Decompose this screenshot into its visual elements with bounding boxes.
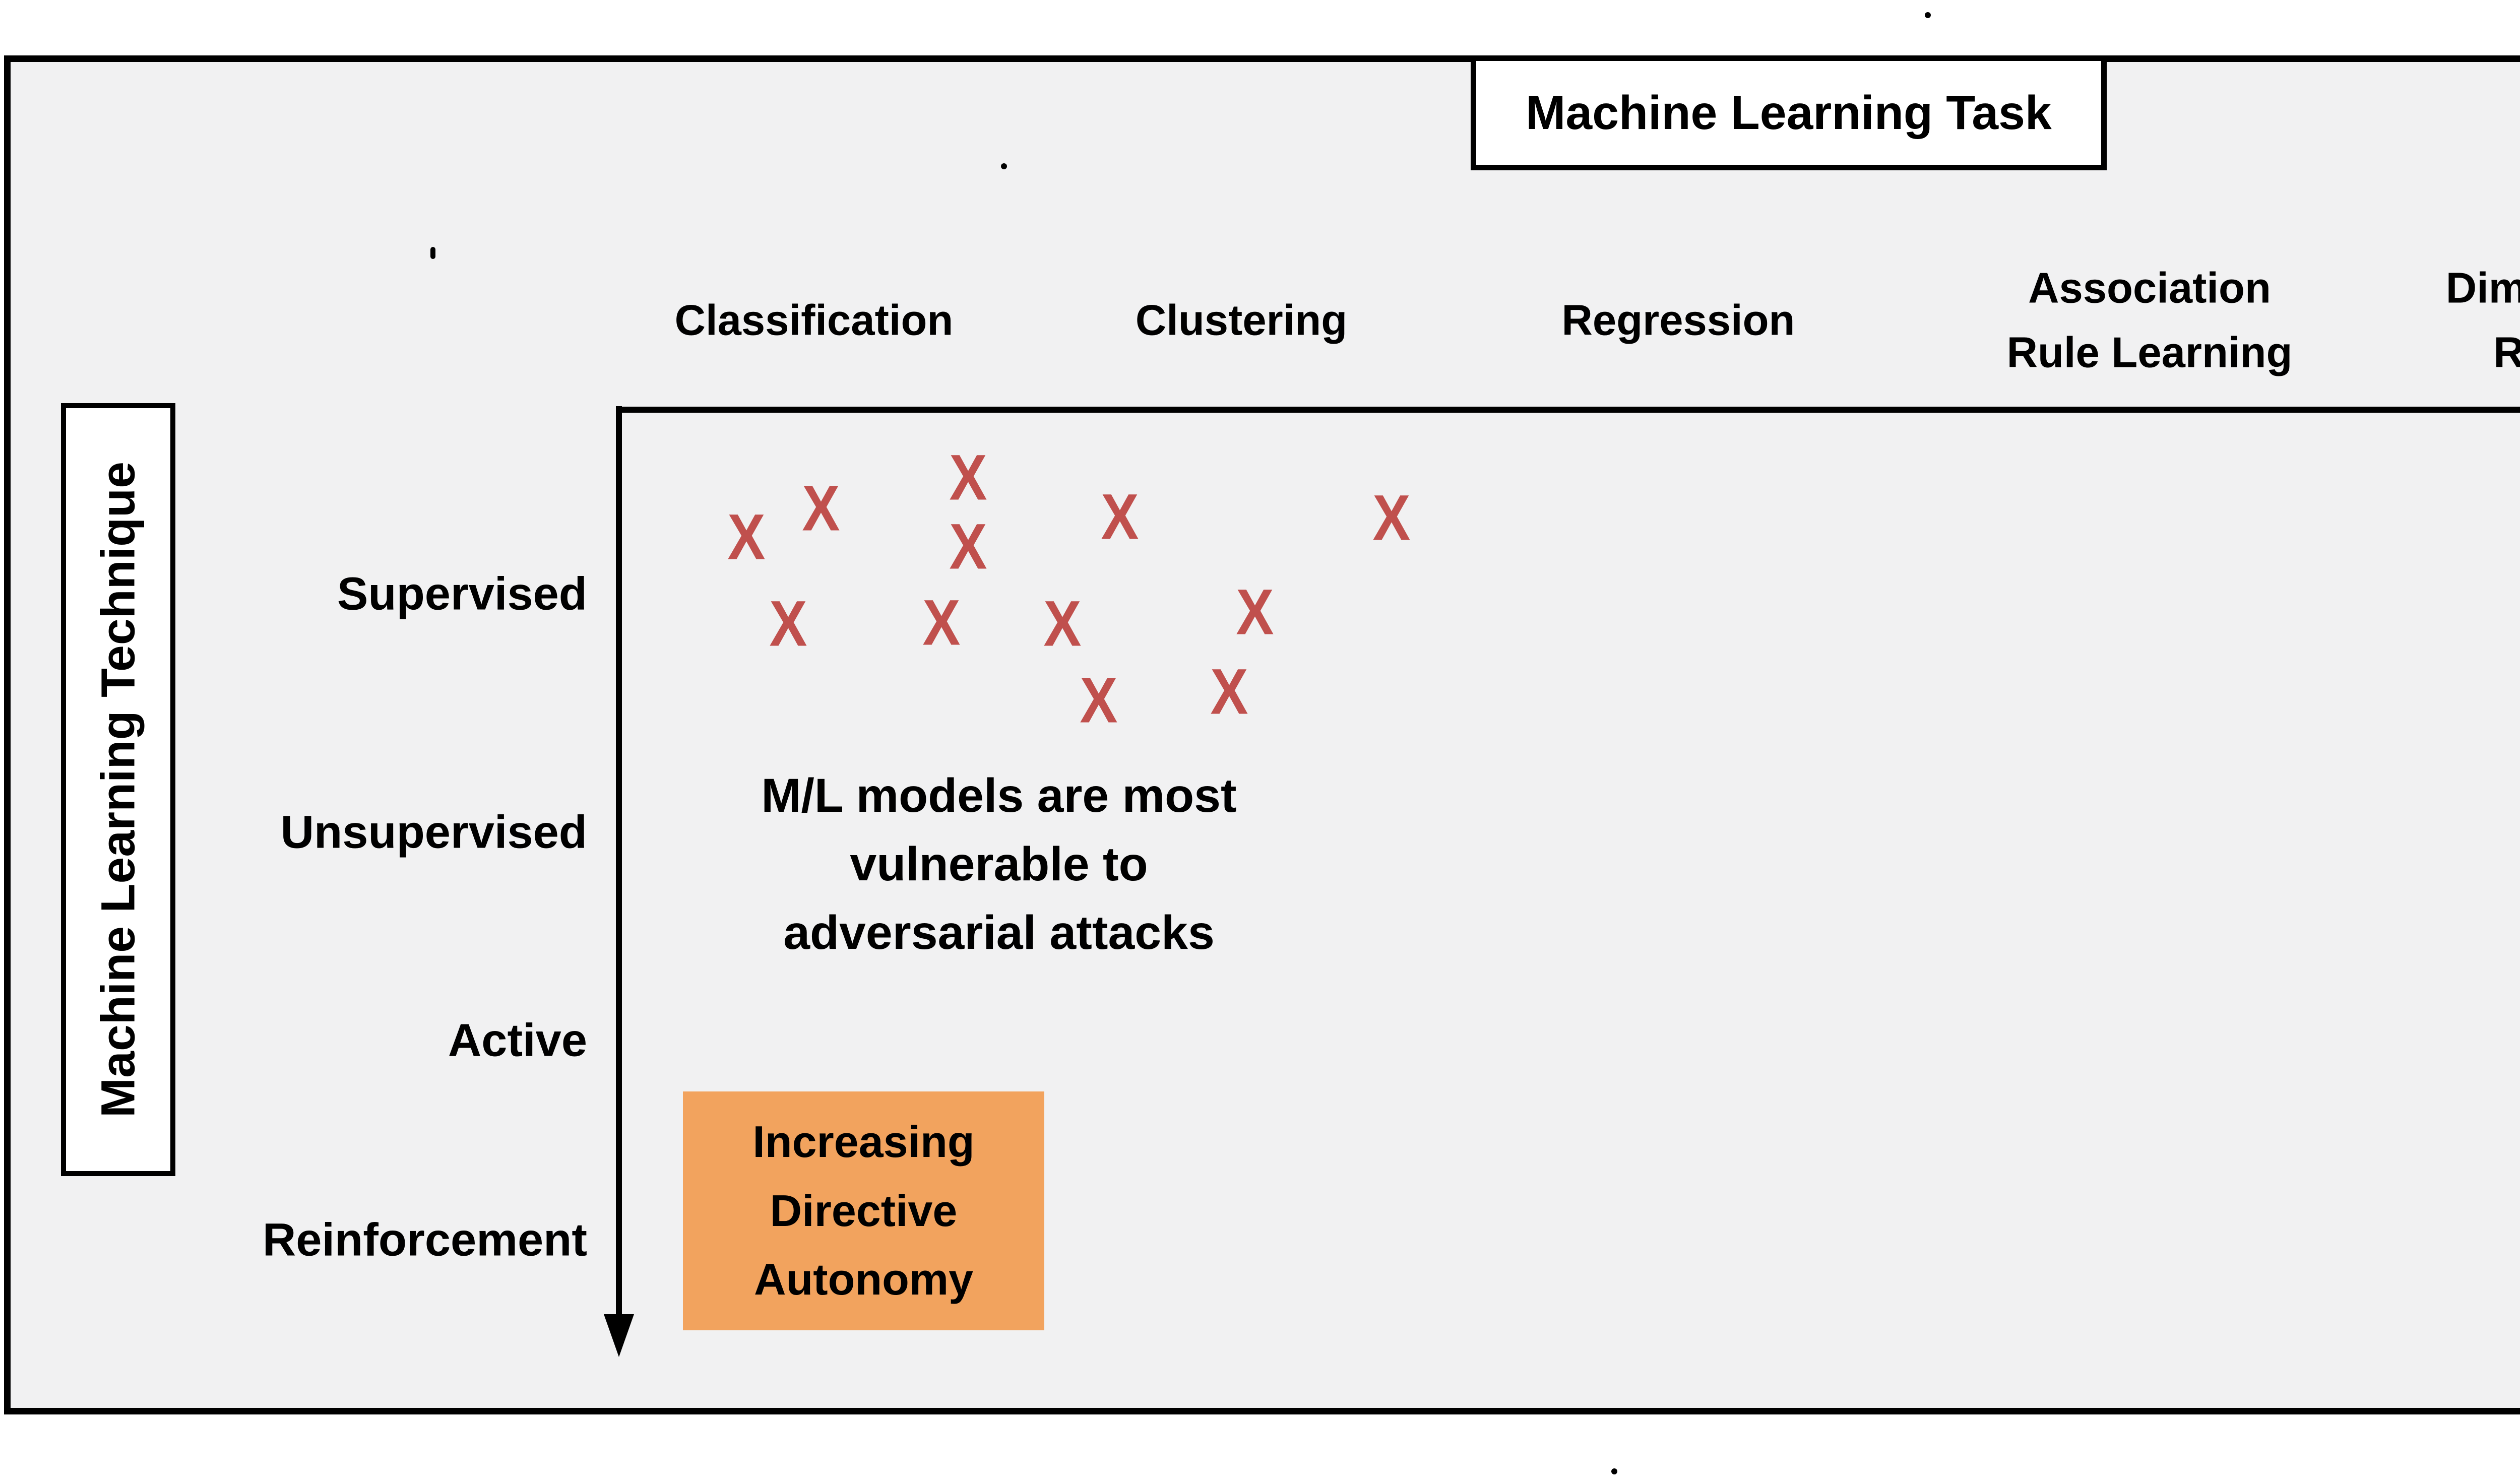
most-vulnerable-note: M/L models are most vulnerable to advers… xyxy=(761,769,1237,959)
red-x-mark: X xyxy=(769,588,807,660)
x-axis-label-clustering: Clustering xyxy=(1135,296,1348,345)
diagram-frame xyxy=(4,55,2520,1414)
red-x-mark: X xyxy=(802,472,840,545)
red-x-mark: X xyxy=(922,587,961,659)
y-axis-line xyxy=(616,406,622,1316)
directive-autonomy-box: Increasing Directive Autonomy xyxy=(683,1091,1044,1330)
x-axis-label-association-rule-learning: Association Rule Learning xyxy=(2006,264,2293,377)
red-x-mark: X xyxy=(949,441,987,514)
red-x-mark: X xyxy=(1372,482,1411,554)
ink-speck xyxy=(1925,12,1931,18)
y-axis-arrowhead-icon xyxy=(604,1314,634,1357)
x-axis-title: Machine Learning Task xyxy=(1526,86,2052,140)
x-axis-label-regression: Regression xyxy=(1561,296,1795,345)
x-axis-line xyxy=(619,407,2520,413)
ink-speck xyxy=(1001,163,1007,169)
y-axis-title-box: Machine Learning Technique xyxy=(61,403,175,1176)
red-x-mark: X xyxy=(1043,588,1082,660)
red-x-mark: X xyxy=(727,501,766,573)
ink-speck xyxy=(1611,1468,1617,1474)
x-axis-label-classification: Classification xyxy=(674,296,954,345)
red-x-mark: X xyxy=(1210,656,1248,728)
y-axis-label-active: Active xyxy=(448,1014,587,1066)
x-axis-label-dimensionality-reduction: Dimensionality Reduction xyxy=(2445,264,2520,377)
x-axis-title-box: Machine Learning Task xyxy=(1471,55,2107,170)
red-x-mark: X xyxy=(1236,576,1274,649)
y-axis-label-supervised: Supervised xyxy=(337,568,587,620)
directive-autonomy-label: Increasing Directive Autonomy xyxy=(752,1117,975,1305)
y-axis-label-reinforcement: Reinforcement xyxy=(262,1214,587,1266)
ink-speck xyxy=(430,247,435,259)
red-x-mark: X xyxy=(1080,664,1118,737)
red-x-mark: X xyxy=(1101,481,1139,553)
y-axis-label-unsupervised: Unsupervised xyxy=(280,806,587,858)
red-x-mark: X xyxy=(949,510,987,583)
y-axis-title: Machine Learning Technique xyxy=(91,461,145,1118)
